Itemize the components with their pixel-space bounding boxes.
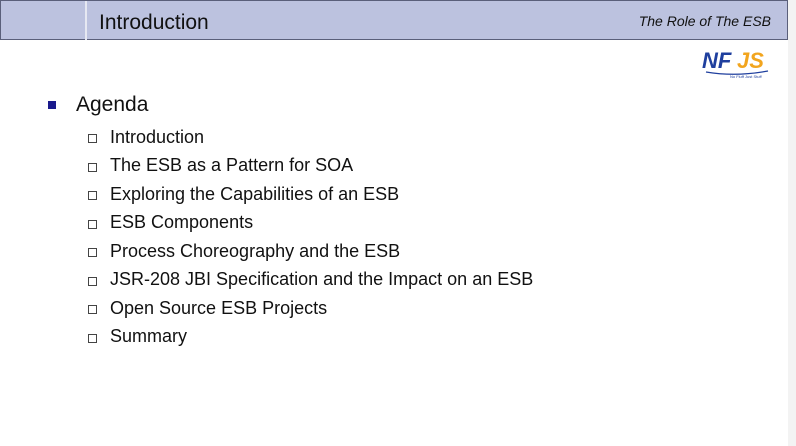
- agenda-heading: Agenda: [76, 93, 149, 116]
- agenda-item: Introduction: [88, 123, 533, 152]
- hollow-square-bullet-icon: [88, 191, 97, 201]
- svg-text:No Fluff Just Stuff: No Fluff Just Stuff: [730, 74, 763, 79]
- filled-square-bullet-icon: [48, 101, 56, 109]
- agenda-list: Introduction The ESB as a Pattern for SO…: [88, 123, 533, 351]
- header-divider: [85, 1, 87, 40]
- hollow-square-bullet-icon: [88, 162, 97, 172]
- header-bar: Introduction The Role of The ESB: [0, 0, 788, 40]
- slide-subtitle: The Role of The ESB: [638, 13, 771, 29]
- agenda-item-text: Open Source ESB Projects: [110, 297, 328, 318]
- agenda-item-text: Exploring the Capabilities of an ESB: [110, 183, 400, 204]
- agenda-item: JSR-208 JBI Specification and the Impact…: [88, 266, 533, 295]
- agenda-item: Process Choreography and the ESB: [88, 237, 533, 266]
- nfjs-logo: NF JS No Fluff Just Stuff: [702, 48, 769, 79]
- agenda-item: Summary: [88, 323, 533, 352]
- right-edge: [788, 0, 796, 446]
- agenda-item: Exploring the Capabilities of an ESB: [88, 180, 533, 209]
- slide-title: Introduction: [99, 11, 209, 34]
- hollow-square-bullet-icon: [88, 219, 97, 229]
- agenda-item-text: Introduction: [110, 126, 205, 147]
- agenda-item: ESB Components: [88, 209, 533, 238]
- agenda-item-text: ESB Components: [110, 212, 254, 233]
- agenda-item-text: JSR-208 JBI Specification and the Impact…: [110, 269, 534, 290]
- agenda-item-text: Summary: [110, 326, 188, 347]
- hollow-square-bullet-icon: [88, 276, 97, 286]
- hollow-square-bullet-icon: [88, 134, 97, 144]
- agenda-heading-row: Agenda: [48, 93, 148, 117]
- hollow-square-bullet-icon: [88, 248, 97, 258]
- agenda-item: Open Source ESB Projects: [88, 294, 533, 323]
- hollow-square-bullet-icon: [88, 305, 97, 315]
- svg-text:NF: NF: [702, 48, 732, 73]
- svg-text:JS: JS: [737, 48, 764, 73]
- agenda-item-text: Process Choreography and the ESB: [110, 240, 401, 261]
- hollow-square-bullet-icon: [88, 333, 97, 343]
- agenda-item-text: The ESB as a Pattern for SOA: [110, 155, 354, 176]
- agenda-item: The ESB as a Pattern for SOA: [88, 152, 533, 181]
